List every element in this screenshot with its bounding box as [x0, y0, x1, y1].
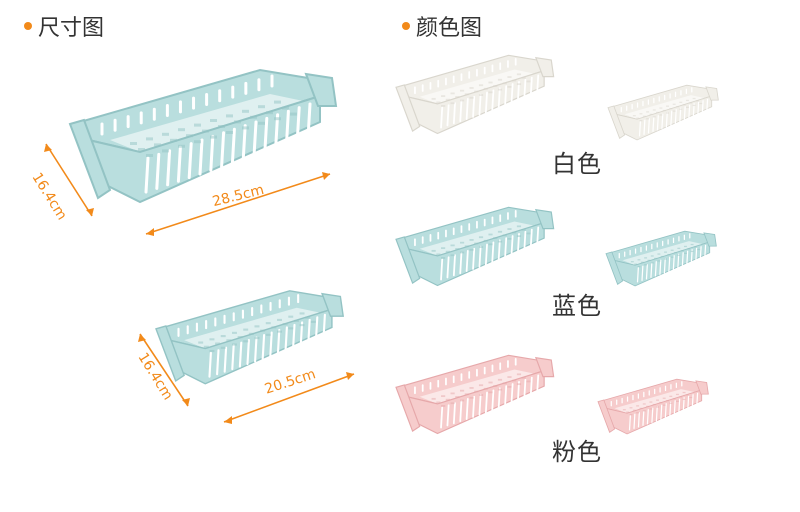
pink-color-label: 粉色 — [552, 438, 602, 466]
small-depth-arrow-icon — [138, 333, 190, 407]
pink-basket-large-image — [395, 354, 555, 435]
white-basket-large-image — [395, 54, 555, 135]
color-chart-title: 颜色图 — [416, 16, 483, 41]
size-chart-heading: 尺寸图 — [24, 10, 104, 42]
blue-basket-large-image — [395, 206, 555, 287]
blue-basket-small-image — [605, 230, 717, 287]
small-basket-image — [155, 290, 344, 385]
size-chart-title: 尺寸图 — [38, 16, 105, 41]
large-basket-image — [68, 68, 338, 204]
white-basket-small-image — [607, 84, 719, 141]
bullet-dot-icon — [24, 22, 32, 30]
color-chart-heading: 颜色图 — [402, 10, 482, 42]
bullet-dot-icon — [402, 22, 410, 30]
large-depth-arrow-icon — [44, 143, 94, 217]
large-width-arrow-icon — [145, 172, 331, 236]
pink-basket-small-image — [597, 378, 709, 435]
small-width-arrow-icon — [223, 372, 355, 424]
white-color-label: 白色 — [552, 150, 602, 178]
blue-color-label: 蓝色 — [552, 292, 602, 320]
